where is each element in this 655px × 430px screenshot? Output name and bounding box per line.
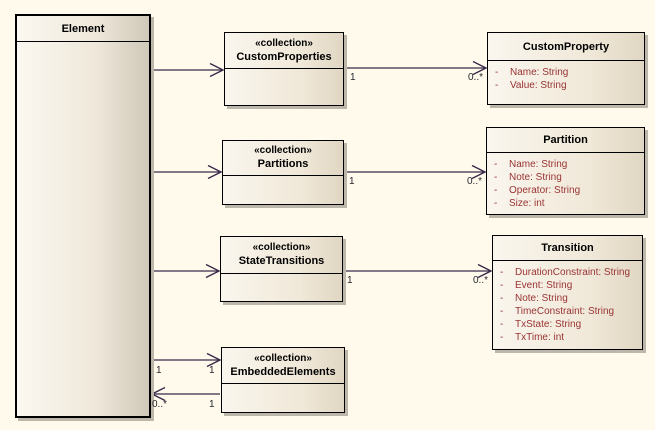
stereotype-label: «collection» xyxy=(254,145,312,156)
attribute-row: - Note: String xyxy=(494,171,640,184)
multiplicity-label: 0..* xyxy=(466,176,482,187)
visibility-marker: - xyxy=(494,198,498,209)
class-box-element[interactable]: Element xyxy=(15,14,151,418)
connector-element-embeddedelements-top[interactable] xyxy=(151,352,222,368)
visibility-marker: - xyxy=(500,293,504,304)
attribute-text: Event: String xyxy=(515,280,573,291)
multiplicity-label: 1 xyxy=(350,72,356,83)
element-header: Element xyxy=(17,16,149,42)
collection-box-partitions[interactable]: «collection» Partitions xyxy=(222,140,344,205)
multiplicity-label: 1 xyxy=(209,365,215,376)
multiplicity-label: 0..* xyxy=(467,72,483,83)
attribute-text: Name: String xyxy=(510,67,569,78)
attribute-row: - DurationConstraint: String xyxy=(500,266,638,279)
class-name-transition: Transition xyxy=(541,242,594,254)
connector-statetransitions-transition[interactable] xyxy=(343,263,493,279)
customproperty-attributes: - Name: String - Value: String xyxy=(488,61,644,94)
class-name-partitions: Partitions xyxy=(257,158,309,170)
class-name-partition: Partition xyxy=(543,134,588,146)
attribute-row: - Size: int xyxy=(494,197,640,210)
stereotype-label: «collection» xyxy=(255,37,313,49)
visibility-marker: - xyxy=(500,267,504,278)
connector-customproperties-customproperty[interactable] xyxy=(344,60,488,76)
class-name-statetransitions: StateTransitions xyxy=(238,255,325,267)
attribute-text: Note: String xyxy=(509,172,562,183)
attribute-text: TimeConstraint: String xyxy=(515,306,615,317)
multiplicity-label: 1 xyxy=(156,365,162,376)
attribute-row: - TimeConstraint: String xyxy=(500,305,638,318)
visibility-marker: - xyxy=(494,159,498,170)
customproperties-header: «collection» CustomProperties xyxy=(225,33,343,69)
connector-element-partitions[interactable] xyxy=(151,164,223,180)
class-box-customproperty[interactable]: CustomProperty - Name: String - Value: S… xyxy=(487,32,645,105)
visibility-marker: - xyxy=(495,67,499,78)
visibility-marker: - xyxy=(494,185,498,196)
attribute-text: Note: String xyxy=(515,293,568,304)
class-box-partition[interactable]: Partition - Name: String - Note: String … xyxy=(486,127,645,215)
attribute-row: - Value: String xyxy=(495,79,640,92)
class-name-embeddedelements: EmbeddedElements xyxy=(230,365,336,378)
connector-element-statetransitions[interactable] xyxy=(151,263,221,279)
class-name-element: Element xyxy=(61,22,105,35)
collection-box-customproperties[interactable]: «collection» CustomProperties xyxy=(224,32,344,106)
connector-embeddedelements-element-bottom[interactable] xyxy=(150,386,220,402)
partition-header: Partition xyxy=(487,128,644,153)
visibility-marker: - xyxy=(500,319,504,330)
stereotype-label: «collection» xyxy=(254,352,312,364)
visibility-marker: - xyxy=(495,80,499,91)
collection-box-embeddedelements[interactable]: «collection» EmbeddedElements xyxy=(221,347,345,413)
connector-element-customproperties[interactable] xyxy=(151,62,225,78)
customproperties-body-compartment xyxy=(225,69,343,105)
customproperty-header: CustomProperty xyxy=(488,33,644,61)
collection-box-statetransitions[interactable]: «collection» StateTransitions xyxy=(220,236,343,302)
partition-attributes: - Name: String - Note: String - Operator… xyxy=(487,153,644,212)
element-body-compartment xyxy=(17,42,149,416)
multiplicity-label: 1 xyxy=(209,399,215,410)
visibility-marker: - xyxy=(500,332,504,343)
transition-header: Transition xyxy=(493,236,642,261)
multiplicity-label: 1 xyxy=(347,275,353,286)
embeddedelements-body-compartment xyxy=(222,384,344,412)
class-name-customproperty: CustomProperty xyxy=(522,40,610,53)
attribute-text: Size: int xyxy=(509,198,545,209)
attribute-text: TxTime: int xyxy=(515,332,565,343)
visibility-marker: - xyxy=(500,280,504,291)
class-name-customproperties: CustomProperties xyxy=(236,50,332,63)
attribute-row: - Name: String xyxy=(495,66,640,79)
partitions-body-compartment xyxy=(223,176,343,204)
attribute-text: Name: String xyxy=(509,159,568,170)
attribute-text: Value: String xyxy=(510,80,567,91)
multiplicity-label: 1 xyxy=(349,176,355,187)
attribute-row: - TxState: String xyxy=(500,318,638,331)
attribute-row: - TxTime: int xyxy=(500,331,638,344)
attribute-row: - Name: String xyxy=(494,158,640,171)
attribute-row: - Note: String xyxy=(500,292,638,305)
connector-partitions-partition[interactable] xyxy=(344,164,487,180)
class-box-transition[interactable]: Transition - DurationConstraint: String … xyxy=(492,235,643,350)
attribute-row: - Event: String xyxy=(500,279,638,292)
visibility-marker: - xyxy=(500,306,504,317)
statetransitions-header: «collection» StateTransitions xyxy=(221,237,342,274)
visibility-marker: - xyxy=(494,172,498,183)
multiplicity-label: 0..* xyxy=(472,275,488,286)
statetransitions-body-compartment xyxy=(221,274,342,301)
attribute-row: - Operator: String xyxy=(494,184,640,197)
attribute-text: TxState: String xyxy=(515,319,582,330)
multiplicity-label: 0..* xyxy=(152,399,168,410)
embeddedelements-header: «collection» EmbeddedElements xyxy=(222,348,344,384)
partitions-header: «collection» Partitions xyxy=(223,141,343,176)
stereotype-label: «collection» xyxy=(252,242,311,253)
attribute-text: Operator: String xyxy=(509,185,581,196)
transition-attributes: - DurationConstraint: String - Event: St… xyxy=(493,261,642,346)
attribute-text: DurationConstraint: String xyxy=(515,267,631,278)
